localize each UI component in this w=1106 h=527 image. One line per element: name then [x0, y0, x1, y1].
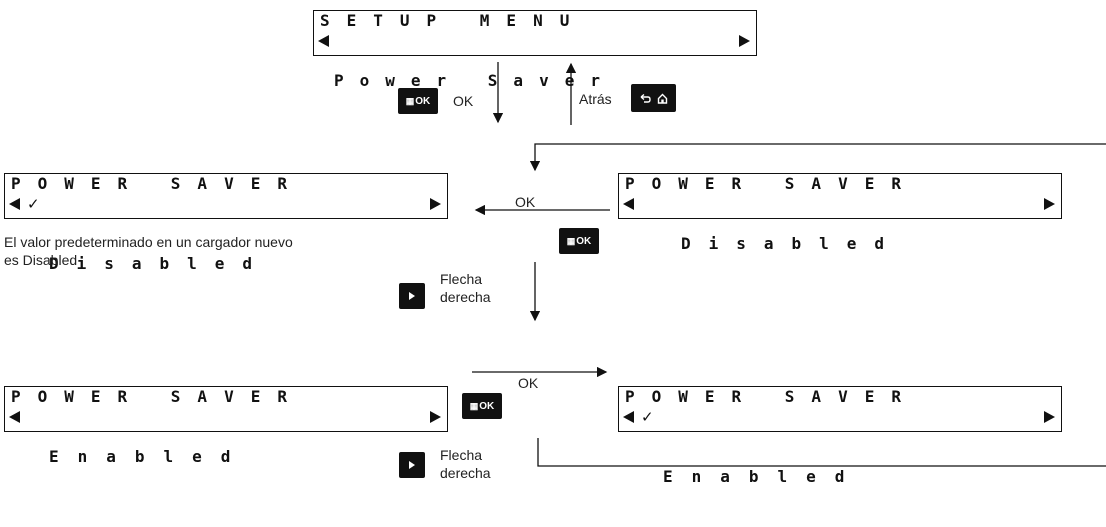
ok-label-left: OK	[515, 194, 536, 210]
power-saver-value: Disabled	[681, 234, 903, 253]
grid-ok-icon: ▦	[469, 400, 478, 411]
play-arrow-icon	[409, 292, 415, 300]
ok-button-label: OK	[415, 95, 431, 107]
setup-menu-title: SETUP MENU	[320, 11, 587, 30]
ok-button-middle[interactable]: ▦ OK	[559, 228, 599, 254]
power-saver-disabled-checked-screen: POWER SAVER ✓ Disabled	[4, 173, 448, 273]
back-home-button[interactable]	[631, 84, 676, 112]
default-note-line1: El valor predeterminado en un cargador n…	[4, 234, 293, 250]
right-triangle-icon	[430, 411, 441, 423]
ok-label-right: OK	[518, 375, 539, 391]
grid-ok-icon: ▦	[566, 235, 575, 246]
setup-menu-screen: SETUP MENU Power Saver	[313, 10, 757, 90]
power-saver-value: Enabled	[663, 467, 864, 486]
checkmark-icon: ✓	[27, 195, 40, 213]
home-icon	[657, 93, 667, 104]
power-saver-enabled-screen: POWER SAVER Enabled	[4, 386, 448, 466]
ok-button-label: OK	[479, 400, 495, 412]
power-saver-title: POWER SAVER	[625, 387, 918, 406]
play-arrow-icon	[409, 461, 415, 469]
left-triangle-icon	[9, 198, 20, 210]
power-saver-enabled-checked-screen: POWER SAVER ✓ Enabled	[618, 386, 1062, 486]
flecha-label-2-line1: Flecha	[440, 447, 483, 463]
default-note-line2: es Disabled	[4, 252, 78, 268]
right-arrow-button-2[interactable]	[399, 452, 425, 478]
right-arrow-button-1[interactable]	[399, 283, 425, 309]
arrow-return-top	[529, 143, 1106, 172]
flecha-label-1-line2: derecha	[440, 289, 491, 305]
atras-label: Atrás	[579, 91, 612, 107]
power-saver-title: POWER SAVER	[11, 174, 304, 193]
setup-menu-option: Power Saver	[334, 71, 616, 90]
right-triangle-icon	[1044, 198, 1055, 210]
ok-label-down: OK	[453, 93, 474, 109]
flecha-label-1-line1: Flecha	[440, 271, 483, 287]
ok-button-label: OK	[576, 235, 592, 247]
right-triangle-icon	[1044, 411, 1055, 423]
left-triangle-icon	[623, 411, 634, 423]
power-saver-value: Disabled	[49, 254, 271, 273]
back-arrow-icon	[640, 93, 651, 103]
power-saver-disabled-screen: POWER SAVER Disabled	[618, 173, 1062, 253]
power-saver-value: Enabled	[49, 447, 250, 466]
right-triangle-icon	[739, 35, 750, 47]
right-triangle-icon	[430, 198, 441, 210]
left-triangle-icon	[623, 198, 634, 210]
grid-ok-icon: ▦	[405, 95, 414, 106]
left-triangle-icon	[9, 411, 20, 423]
checkmark-icon: ✓	[641, 408, 654, 426]
power-saver-title: POWER SAVER	[625, 174, 918, 193]
power-saver-title: POWER SAVER	[11, 387, 304, 406]
left-triangle-icon	[318, 35, 329, 47]
ok-button-top[interactable]: ▦ OK	[398, 88, 438, 114]
flow-lines	[472, 62, 1106, 467]
ok-button-bottom[interactable]: ▦ OK	[462, 393, 502, 419]
flecha-label-2-line2: derecha	[440, 465, 491, 481]
arrow-return-bottom	[537, 438, 1106, 467]
